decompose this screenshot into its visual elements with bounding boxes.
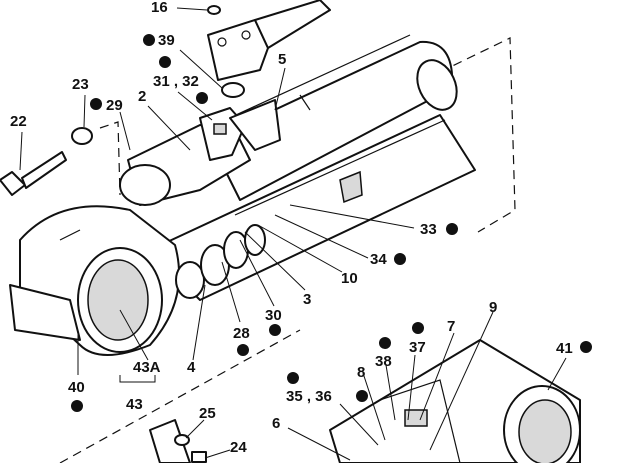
callout-43A: 43A xyxy=(133,359,161,376)
callout-2: 2 xyxy=(138,88,146,105)
callout-6: 6 xyxy=(272,415,280,432)
callout-5: 5 xyxy=(278,51,286,68)
callout-25: 25 xyxy=(199,405,216,422)
marker-dot-34 xyxy=(394,253,406,265)
callout-38: 38 xyxy=(375,353,392,370)
cylinder-bottom xyxy=(329,339,581,463)
callout-3: 3 xyxy=(303,291,311,308)
callout-8: 8 xyxy=(357,364,365,381)
callout-33: 33 xyxy=(420,221,437,238)
callout-39: 39 xyxy=(158,32,175,49)
callout-31-32: 31 , 32 xyxy=(153,73,199,90)
callout-23: 23 xyxy=(72,76,89,93)
callout-43: 43 xyxy=(126,396,143,413)
callout-40: 40 xyxy=(68,379,85,396)
callout-24: 24 xyxy=(230,439,247,456)
washer-23 xyxy=(71,127,93,145)
callout-22: 22 xyxy=(10,113,27,130)
marker-dot-39 xyxy=(143,34,155,46)
rod-end-eye xyxy=(9,205,181,356)
cylinder-tube xyxy=(209,34,458,201)
callout-4: 4 xyxy=(187,359,196,376)
marker-dot-36 xyxy=(356,390,368,402)
marker-dot-7 xyxy=(412,322,424,334)
callout-28: 28 xyxy=(233,325,250,342)
callout-7: 7 xyxy=(447,318,455,335)
marker-dot-29 xyxy=(90,98,102,110)
marker-dot-40 xyxy=(71,400,83,412)
callout-16: 16 xyxy=(151,0,168,16)
marker-dot-30 xyxy=(269,324,281,336)
callout-30: 30 xyxy=(265,307,282,324)
bolt-22 xyxy=(0,151,67,196)
marker-dot-33 xyxy=(446,223,458,235)
marker-dot-32 xyxy=(196,92,208,104)
callout-9: 9 xyxy=(489,299,497,316)
grease-fitting-parts xyxy=(149,419,207,463)
marker-dot-35 xyxy=(287,372,299,384)
callout-41: 41 xyxy=(556,340,573,357)
cylinder-head xyxy=(119,99,281,206)
dashed-boundary xyxy=(59,37,516,463)
callout-34: 34 xyxy=(370,251,387,268)
seal-parts xyxy=(175,224,266,299)
callout-29: 29 xyxy=(106,97,123,114)
callout-35-36: 35 , 36 xyxy=(286,388,332,405)
marker-dot-31 xyxy=(159,56,171,68)
callout-10: 10 xyxy=(341,270,358,287)
marker-dot-41 xyxy=(580,341,592,353)
callout-labels: 16 39 5 31 , 32 23 29 2 22 33 34 10 3 30… xyxy=(10,0,592,456)
leader-lines xyxy=(19,7,567,461)
callout-37: 37 xyxy=(409,339,426,356)
marker-dot-38 xyxy=(379,337,391,349)
marker-dot-28 xyxy=(237,344,249,356)
port-block xyxy=(207,0,331,98)
